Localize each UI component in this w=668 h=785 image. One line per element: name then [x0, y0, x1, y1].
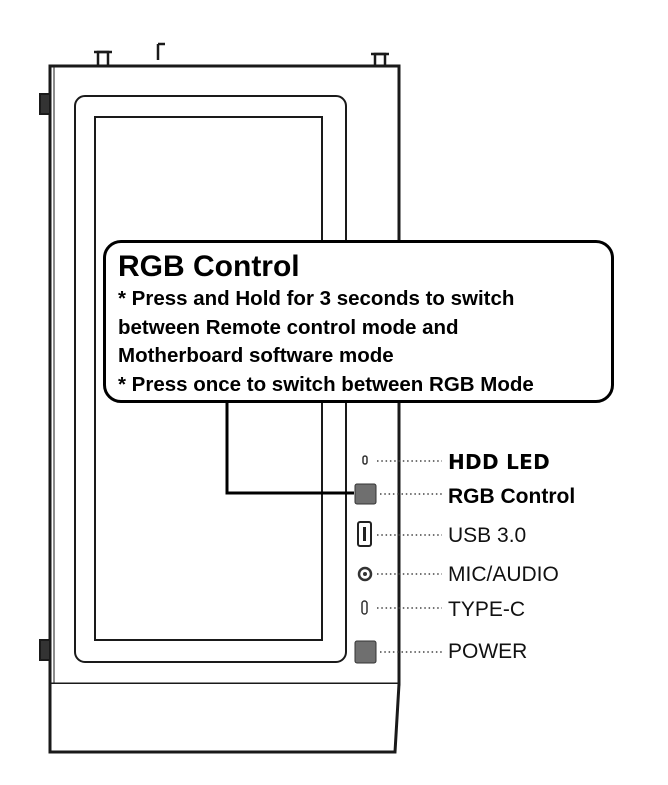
usb-label: USB 3.0 — [448, 524, 527, 547]
io-panel — [354, 455, 377, 664]
hdd-led-icon — [362, 455, 368, 465]
mic-audio-label: MIC/AUDIO — [448, 563, 559, 586]
type-c-label: TYPE-C — [448, 598, 526, 621]
power-label: POWER — [448, 640, 528, 663]
callout-connector — [225, 400, 354, 495]
audio-jack-icon — [357, 566, 373, 582]
hdd-led-label: HDD LED — [448, 450, 551, 474]
callout-line: between Remote control mode and — [118, 315, 459, 339]
rgb-control-button-icon[interactable] — [354, 483, 377, 505]
callout-title: RGB Control — [118, 250, 300, 283]
rgb-control-callout: RGB Control * Press and Hold for 3 secon… — [103, 240, 614, 403]
top-hardware — [70, 42, 398, 68]
usb-port-icon — [357, 521, 372, 547]
power-button-icon[interactable] — [354, 640, 377, 664]
rgb-control-label: RGB Control — [448, 485, 576, 508]
callout-line: * Press and Hold for 3 seconds to switch — [118, 287, 515, 310]
type-c-port-icon — [361, 600, 368, 615]
callout-line: * Press once to switch between RGB Mode — [118, 372, 534, 396]
callout-line: Motherboard software mode — [118, 344, 394, 367]
leader-lines — [377, 460, 442, 653]
